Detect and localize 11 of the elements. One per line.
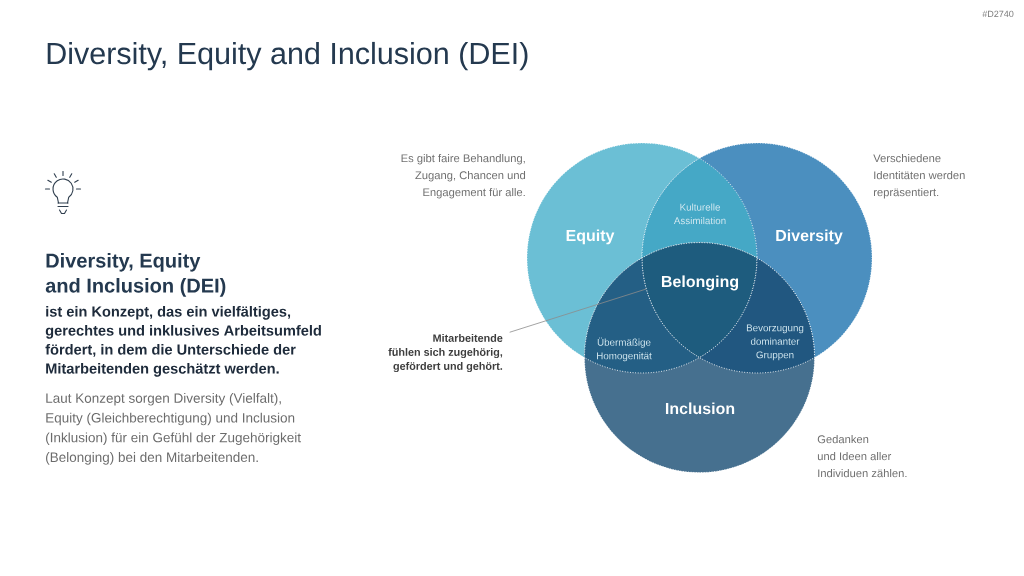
leader-line — [509, 288, 647, 333]
slide-id: #D2740 — [982, 10, 1014, 18]
overlap-region: Kulturelle Assimilation — [641, 157, 758, 259]
heading: Diversity, Equity and Inclusion (DEI) — [45, 253, 226, 297]
body-paragraph: Laut Konzept sorgen Diversity (Vielfalt), Equity (Gleichberechtigung) und Inclusion (Inklusion) für ein Gefühl der Zugehörigkeit (Belonging) bei den Mitarbeitenden. — [46, 393, 301, 465]
annotation-text: Gedanken und Ideen aller Individuen zählen. — [817, 435, 907, 478]
callout-text: Mitarbeitende fühlen sich zugehörig, gefördert und gehört. — [388, 334, 503, 373]
annotation-text: Verschiedene Identitäten werden repräsentiert. — [873, 154, 965, 199]
lead-paragraph: ist ein Konzept, das ein vielfältiges, gerechtes und inklusives Arbeitsumfeld fördert, in dem die Unterschiede der Mitarbeitenden geschätzt werden. — [45, 306, 321, 377]
title: Diversity, Equity and Inclusion (DEI) — [47, 41, 528, 71]
annotation-text: Es gibt faire Behandlung, Zugang, Chancen und Engagement für alle. — [401, 154, 526, 199]
